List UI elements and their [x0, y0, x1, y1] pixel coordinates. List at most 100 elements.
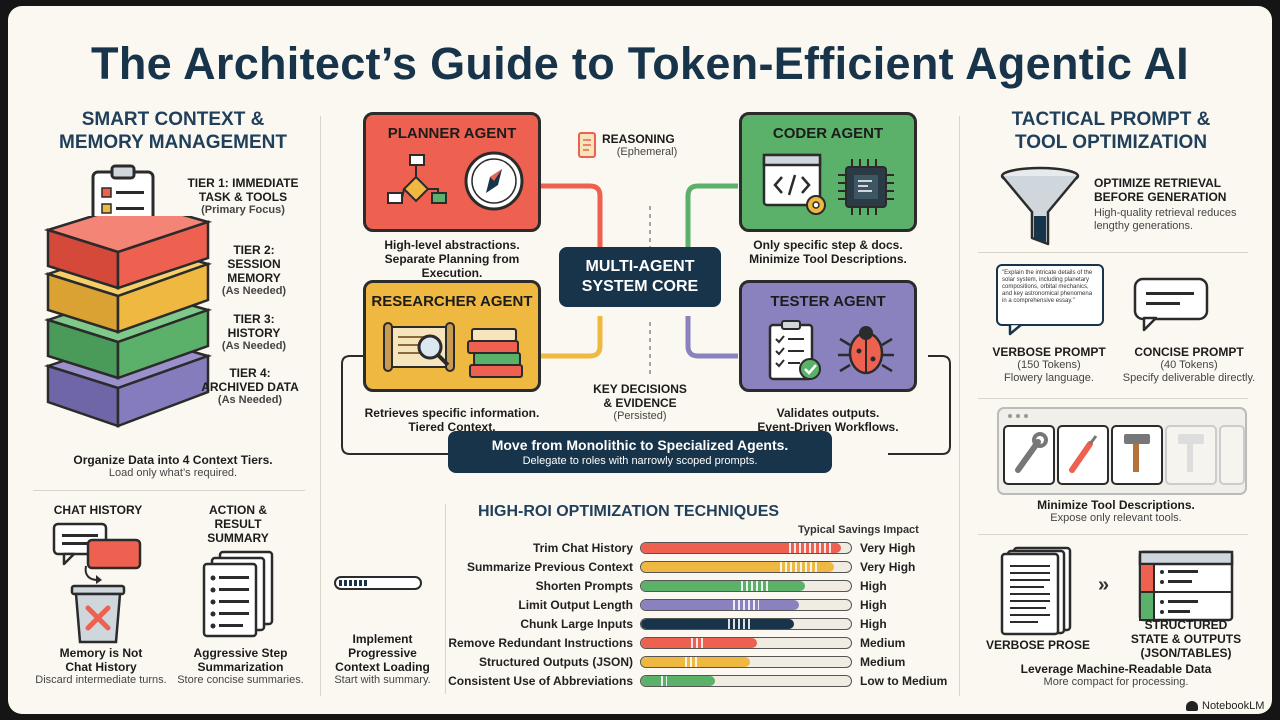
- right-divider: [959, 116, 960, 696]
- technique-impact-bar: [640, 637, 852, 649]
- concise-prompt-bubble-icon: [1133, 277, 1209, 332]
- multi-agent-core: MULTI-AGENT SYSTEM CORE: [559, 247, 721, 307]
- tier-1-sub: (Primary Focus): [201, 204, 285, 216]
- impact-label: Typical Savings Impact: [798, 524, 919, 536]
- structured-label: STRUCTURED STATE & OUTPUTS (JSON/TABLES): [1124, 618, 1248, 660]
- planner-flowchart-compass-icon: [387, 151, 524, 211]
- tier-2-sub: (As Needed): [221, 285, 287, 297]
- machine-readable-caption: Leverage Machine-Readable Data More comp…: [976, 662, 1256, 689]
- tier-2-line1: TIER 2:: [233, 243, 275, 257]
- reasoning-label: REASONING (Ephemeral): [602, 132, 692, 159]
- right-hdivider-2: [978, 398, 1248, 399]
- right-heading-line1: TACTICAL PROMPT &: [1011, 109, 1211, 130]
- machine-caption-sub: More compact for processing.: [1043, 676, 1189, 688]
- progressive-loading-fill: [339, 580, 367, 586]
- technique-impact-hatch: [728, 619, 753, 629]
- coder-description: Only specific step & docs. Minimize Tool…: [723, 238, 933, 266]
- tier-3-label: TIER 3: HISTORY (As Needed): [204, 312, 304, 353]
- tier-1-line2: TASK & TOOLS: [198, 190, 288, 204]
- tier-4-sub: (As Needed): [217, 394, 283, 406]
- structured-table-icon: [1138, 550, 1234, 622]
- verbose-prompt-sub: Flowery language.: [1004, 372, 1094, 384]
- tier-4-line1: TIER 4:: [229, 366, 271, 380]
- retrieval-block: OPTIMIZE RETRIEVAL BEFORE GENERATION Hig…: [1094, 176, 1264, 233]
- notebooklm-logo-icon: [1186, 701, 1198, 711]
- action-line3: SUMMARY: [207, 531, 269, 545]
- techniques-divider: [445, 504, 446, 694]
- verbose-prose-document-icon: [1000, 546, 1072, 636]
- technique-impact-bar: [640, 618, 852, 630]
- concise-prompt-caption: CONCISE PROMPT (40 Tokens) Specify deliv…: [1114, 345, 1264, 385]
- decisions-line1: KEY DECISIONS: [593, 382, 687, 396]
- technique-impact-bar: [640, 580, 852, 592]
- tier-2-label: TIER 2: SESSION MEMORY (As Needed): [204, 243, 304, 298]
- agent-connectors: [341, 183, 951, 455]
- researcher-desc-line2: Tiered Context.: [408, 420, 496, 434]
- tools-caption: Minimize Tool Descriptions. Expose only …: [976, 498, 1256, 525]
- decisions-sub: (Persisted): [613, 410, 667, 422]
- technique-impact-fill: [641, 619, 795, 629]
- technique-impact-label: High: [860, 617, 887, 631]
- researcher-agent-card: RESEARCHER AGENT: [363, 280, 541, 392]
- planner-desc-line3: Execution.: [421, 266, 483, 280]
- structured-line1: STRUCTURED: [1144, 618, 1228, 632]
- technique-impact-label: Low to Medium: [860, 674, 948, 688]
- technique-impact-bar: [640, 542, 852, 554]
- prog-caption-line3: Context Loading: [335, 660, 430, 674]
- verbose-prompt-title: VERBOSE PROMPT: [992, 345, 1106, 359]
- technique-impact-label: Medium: [860, 636, 906, 650]
- technique-impact-hatch: [733, 600, 760, 610]
- right-heading-line2: TOOL OPTIMIZATION: [1014, 132, 1208, 153]
- right-hdivider-3: [978, 534, 1248, 535]
- technique-impact-label: High: [860, 598, 887, 612]
- technique-impact-fill: [641, 581, 805, 591]
- right-heading: TACTICAL PROMPT & TOOL OPTIMIZATION: [966, 108, 1256, 154]
- scroll-note-icon: [578, 132, 596, 158]
- page-title: The Architect’s Guide to Token-Efficient…: [91, 38, 1189, 89]
- technique-name: Summarize Previous Context: [466, 560, 633, 574]
- action-line2: RESULT: [214, 517, 262, 531]
- right-hdivider-1: [978, 252, 1248, 253]
- chat-history-label: CHAT HISTORY: [53, 503, 143, 517]
- technique-impact-bar: [640, 561, 852, 573]
- progressive-caption: Implement Progressive Context Loading St…: [320, 632, 445, 687]
- action-caption-line1: Aggressive Step: [193, 646, 288, 660]
- tier-1-label: TIER 1: IMMEDIATE TASK & TOOLS (Primary …: [184, 176, 302, 217]
- specialized-agents-banner: Move from Monolithic to Specialized Agen…: [448, 431, 832, 473]
- technique-impact-hatch: [661, 676, 667, 686]
- tier-3-sub: (As Needed): [221, 340, 287, 352]
- core-line2: SYSTEM CORE: [581, 278, 699, 295]
- technique-impact-label: High: [860, 579, 887, 593]
- coder-desc-line1: Only specific step & docs.: [753, 238, 903, 252]
- tier-stack-graphic: [43, 216, 213, 428]
- tester-desc-line1: Validates outputs.: [776, 406, 880, 420]
- chat-caption-line2: Chat History: [65, 660, 137, 674]
- key-decisions-label: KEY DECISIONS & EVIDENCE (Persisted): [580, 382, 700, 423]
- action-summary-label: ACTION & RESULT SUMMARY: [178, 503, 298, 545]
- technique-impact-label: Medium: [860, 655, 906, 669]
- researcher-agent-name: RESEARCHER AGENT: [371, 293, 533, 310]
- reasoning-title: REASONING: [602, 132, 675, 146]
- planner-agent-name: PLANNER AGENT: [387, 125, 517, 142]
- structured-line2: STATE & OUTPUTS: [1130, 632, 1242, 646]
- planner-desc-line1: High-level abstractions.: [384, 238, 520, 252]
- technique-impact-bar: [640, 675, 852, 687]
- technique-name: Structured Outputs (JSON): [478, 655, 633, 669]
- left-heading: SMART CONTEXT & MEMORY MANAGEMENT: [28, 108, 318, 154]
- left-heading-line1: SMART CONTEXT &: [81, 109, 265, 130]
- technique-name: Chunk Large Inputs: [520, 617, 633, 631]
- coder-agent-card: CODER AGENT: [739, 112, 917, 232]
- verbose-prompt-bubble: "Explain the intricate details of the so…: [996, 264, 1104, 326]
- tier-1-line1: TIER 1: IMMEDIATE: [187, 176, 299, 190]
- action-caption-sub: Store concise summaries.: [177, 674, 304, 686]
- action-line1: ACTION &: [209, 503, 267, 517]
- action-caption-line2: Summarization: [197, 660, 284, 674]
- technique-impact-fill: [641, 543, 841, 553]
- tools-caption-sub: Expose only relevant tools.: [1050, 512, 1182, 524]
- planner-description: High-level abstractions. Separate Planni…: [363, 238, 541, 280]
- verbose-prose-label: VERBOSE PROSE: [985, 638, 1091, 652]
- core-line1: MULTI-AGENT: [585, 258, 695, 275]
- technique-impact-fill: [641, 562, 835, 572]
- prog-caption-sub: Start with summary.: [334, 674, 431, 686]
- technique-impact-label: Very High: [860, 541, 916, 555]
